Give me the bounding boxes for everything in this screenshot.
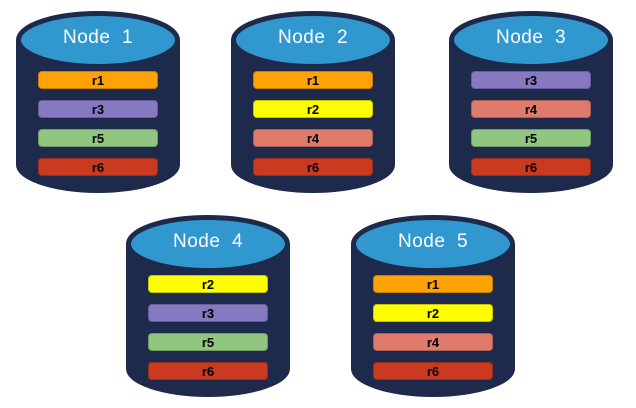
replica-bar: r1 [373, 275, 493, 293]
node-title: Node 5 [397, 231, 469, 252]
cylinder-top [16, 11, 180, 69]
db-node: Node 1 r1 r3 r5 r6 [12, 7, 184, 199]
replica-label: r2 [201, 276, 215, 292]
replica-bars: r1 r2 r4 r6 [347, 211, 519, 403]
replica-bars: r2 r3 r5 r6 [122, 211, 294, 403]
replica-bars: r1 r3 r5 r6 [12, 7, 184, 199]
replica-bar: r1 [253, 71, 373, 89]
replica-bar: r5 [471, 129, 591, 147]
replica-label: r3 [91, 101, 105, 117]
replica-label: r5 [201, 334, 215, 350]
replica-label: r3 [524, 72, 538, 88]
db-node: Node 4 r2 r3 r5 r6 [122, 211, 294, 403]
replica-label: r5 [524, 130, 538, 146]
replica-bar: r5 [38, 129, 158, 147]
replica-bar: r6 [253, 158, 373, 176]
replica-bar: r1 [38, 71, 158, 89]
replica-bar: r6 [148, 362, 268, 380]
node-title: Node 4 [172, 231, 244, 252]
db-node: Node 2 r1 r2 r4 r6 [227, 7, 399, 199]
replica-label: r4 [524, 101, 538, 117]
replica-label: r6 [306, 159, 320, 175]
replica-label: r6 [426, 363, 440, 379]
replica-label: r6 [91, 159, 105, 175]
replica-label: r1 [426, 276, 440, 292]
replica-label: r3 [201, 305, 215, 321]
replica-label: r5 [91, 130, 105, 146]
replica-label: r6 [524, 159, 538, 175]
replica-bar: r3 [38, 100, 158, 118]
node-title: Node 3 [495, 27, 567, 48]
replica-bar: r3 [471, 71, 591, 89]
replica-bars: r1 r2 r4 r6 [227, 7, 399, 199]
replica-label: r2 [306, 101, 320, 117]
replica-bars: r3 r4 r5 r6 [445, 7, 617, 199]
replica-label: r4 [306, 130, 320, 146]
replica-bar: r6 [471, 158, 591, 176]
replica-bar: r4 [373, 333, 493, 351]
replica-bar: r5 [148, 333, 268, 351]
replica-bar: r2 [373, 304, 493, 322]
replica-label: r1 [91, 72, 105, 88]
cylinder-top [351, 215, 515, 273]
replica-bar: r2 [253, 100, 373, 118]
db-node: Node 5 r1 r2 r4 r6 [347, 211, 519, 403]
replica-bar: r6 [373, 362, 493, 380]
replica-label: r6 [201, 363, 215, 379]
replica-label: r4 [426, 334, 440, 350]
node-title: Node 1 [62, 27, 134, 48]
replica-label: r1 [306, 72, 320, 88]
replica-bar: r6 [38, 158, 158, 176]
replica-bar: r4 [471, 100, 591, 118]
node-title: Node 2 [277, 27, 349, 48]
replica-label: r2 [426, 305, 440, 321]
cylinder-top [126, 215, 290, 273]
replica-bar: r2 [148, 275, 268, 293]
cylinder-top [231, 11, 395, 69]
db-node: Node 3 r3 r4 r5 r6 [445, 7, 617, 199]
cylinder-top [449, 11, 613, 69]
replica-bar: r4 [253, 129, 373, 147]
replica-bar: r3 [148, 304, 268, 322]
